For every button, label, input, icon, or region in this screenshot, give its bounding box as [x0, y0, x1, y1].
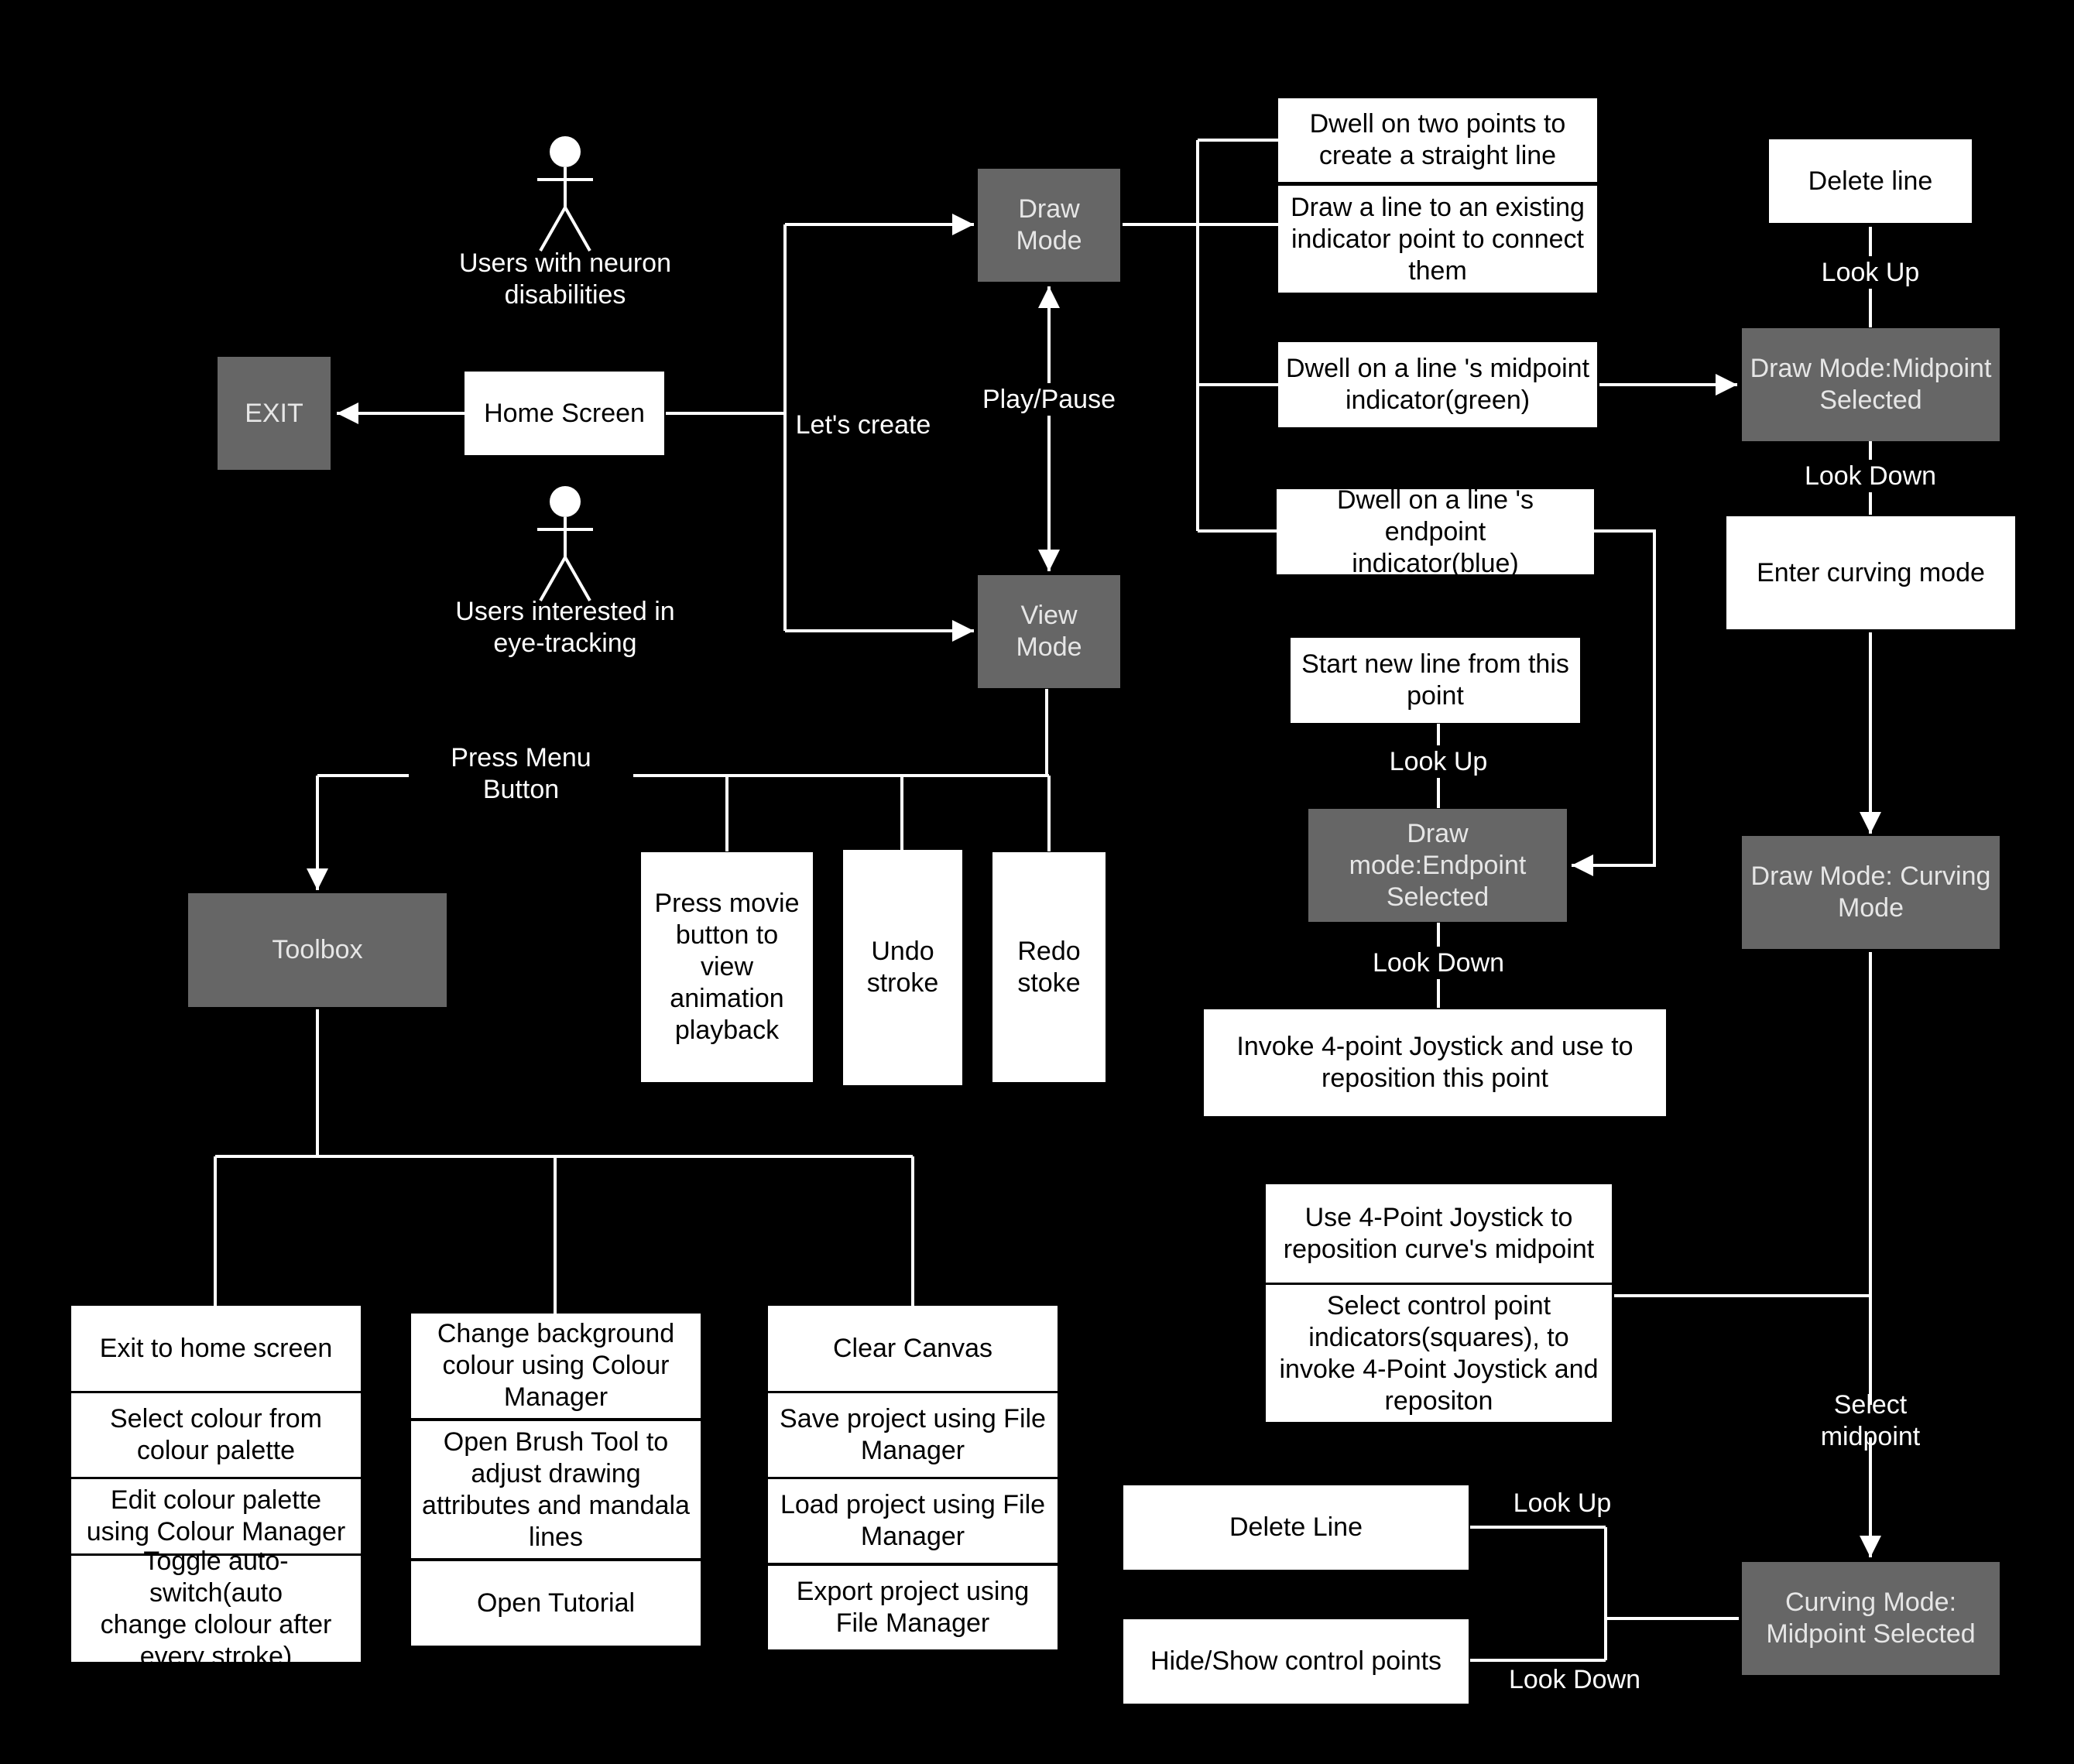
undo-stroke-node[interactable]: Undo stroke: [843, 850, 962, 1085]
user-neuron-icon: [537, 136, 593, 252]
toolbox-node[interactable]: Toolbox: [188, 893, 447, 1007]
dwell-midpoint-node[interactable]: Dwell on a line 's midpoint indicator(gr…: [1278, 342, 1597, 427]
use-joystick-curve-node[interactable]: Use 4-Point Joystick to reposition curve…: [1266, 1184, 1612, 1283]
dwell-two-points-node[interactable]: Dwell on two points to create a straight…: [1278, 98, 1597, 182]
enter-curving-node[interactable]: Enter curving mode: [1726, 516, 2015, 629]
clear-canvas-node[interactable]: Clear Canvas: [768, 1306, 1058, 1391]
invoke-joystick-node[interactable]: Invoke 4-point Joystick and use to repos…: [1204, 1009, 1666, 1116]
select-control-point-node[interactable]: Select control point indicators(squares)…: [1266, 1285, 1612, 1422]
edge-label-play-pause: Play/Pause: [977, 383, 1121, 416]
home-screen-node[interactable]: Home Screen: [465, 372, 664, 455]
exit-to-home-node[interactable]: Exit to home screen: [71, 1306, 361, 1391]
open-tutorial-node[interactable]: Open Tutorial: [411, 1561, 701, 1646]
actor-caption-neuron: Users with neuron disabilities: [458, 248, 671, 310]
open-brush-tool-node[interactable]: Open Brush Tool to adjust drawing attrib…: [411, 1421, 701, 1558]
midpoint-selected-node[interactable]: Draw Mode:Midpoint Selected: [1742, 328, 2000, 441]
save-project-node[interactable]: Save project using File Manager: [768, 1393, 1058, 1477]
load-project-node[interactable]: Load project using File Manager: [768, 1479, 1058, 1563]
edge-label-look-down-midpoint: Look Down: [1801, 460, 1940, 492]
edge-label-lets-create: Let's create: [791, 409, 935, 441]
edge-label-look-down-curving: Look Down: [1505, 1663, 1644, 1696]
edge-label-select-midpoint: Select midpoint: [1777, 1390, 1963, 1451]
draw-mode-node[interactable]: Draw Mode: [978, 169, 1120, 282]
edge-label-look-up-endpoint: Look Up: [1384, 745, 1493, 778]
edit-palette-node[interactable]: Edit colour palette using Colour Manager: [71, 1479, 361, 1553]
curving-midpoint-selected-node[interactable]: Curving Mode: Midpoint Selected: [1742, 1562, 2000, 1675]
edge-label-press-menu: Press Menu Button: [409, 743, 633, 804]
export-project-node[interactable]: Export project using File Manager: [768, 1566, 1058, 1649]
draw-line-existing-node[interactable]: Draw a line to an existing indicator poi…: [1278, 186, 1597, 293]
user-eye-tracking-icon: [537, 486, 593, 601]
toggle-auto-switch-node[interactable]: Toggle auto-switch(auto change clolour a…: [71, 1546, 361, 1671]
start-new-line-node[interactable]: Start new line from this point: [1291, 638, 1580, 723]
delete-line-top-node[interactable]: Delete line: [1769, 139, 1972, 223]
press-movie-node[interactable]: Press movie button to view animation pla…: [641, 852, 813, 1082]
edge-label-look-up-midpoint: Look Up: [1816, 256, 1925, 289]
endpoint-selected-node[interactable]: Draw mode:Endpoint Selected: [1308, 809, 1567, 922]
hide-show-control-points-node[interactable]: Hide/Show control points: [1123, 1619, 1469, 1704]
change-background-node[interactable]: Change background colour using Colour Ma…: [411, 1314, 701, 1418]
redo-stoke-node[interactable]: Redo stoke: [992, 852, 1106, 1082]
edge-label-look-down-endpoint: Look Down: [1369, 947, 1508, 979]
curving-mode-node[interactable]: Draw Mode: Curving Mode: [1742, 836, 2000, 949]
actor-caption-eye-tracking: Users interested in eye-tracking: [455, 597, 675, 658]
dwell-endpoint-node[interactable]: Dwell on a line 's endpoint indicator(bl…: [1277, 485, 1594, 578]
connector-endpoint-loop: [1572, 529, 1656, 876]
delete-line-bottom-node[interactable]: Delete Line: [1123, 1485, 1469, 1570]
view-mode-node[interactable]: View Mode: [978, 575, 1120, 688]
exit-node[interactable]: EXIT: [218, 357, 331, 470]
select-colour-node[interactable]: Select colour from colour palette: [71, 1393, 361, 1477]
edge-label-look-up-curving: Look Up: [1508, 1487, 1616, 1519]
